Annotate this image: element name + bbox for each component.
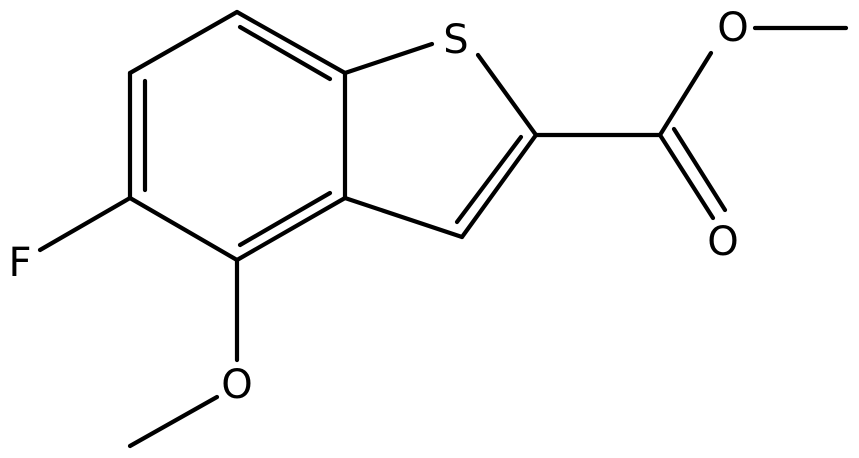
methoxy-oxygen-atom-label: O [221,362,252,408]
carbonyl-oxygen-atom-label: O [707,219,738,265]
bond-c5-c4 [127,195,240,263]
bond-carbonyl-double-outer [657,132,716,221]
bond-c7-c7a-inner [237,24,333,82]
bond-carbonyl-c-ester-o [657,50,714,138]
ester-oxygen-atom-label: O [717,5,748,51]
bond-c2-c3-inner [454,134,524,225]
bond-c7-c6 [127,9,240,76]
bond-c5-f [37,195,133,253]
sulfur-atom-label: S [443,17,468,63]
bond-c7a-s [342,41,435,76]
bond-c4-c3a-inner [237,190,333,248]
bond-methoxy-o-methyl [127,394,220,449]
bond-c2-c3 [459,132,539,240]
bond-s-c2 [475,52,539,138]
fluorine-atom-label: F [8,240,31,286]
bond-carbonyl-double-inner [671,126,728,213]
bond-c4-c3a [234,195,348,263]
bond-c7-c7a [234,9,348,76]
bond-c3-c3a [342,195,465,240]
